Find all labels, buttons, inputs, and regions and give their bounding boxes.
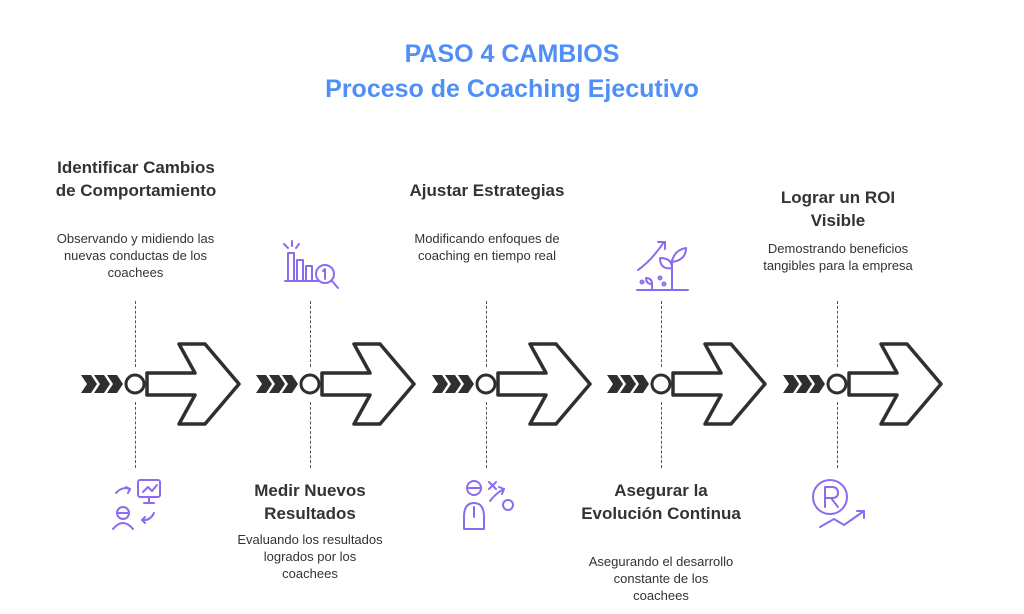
step-2-node [299, 373, 321, 395]
step-3-connector-lower [486, 402, 487, 468]
step-3-arrow [496, 342, 592, 426]
step-4-arrow [671, 342, 767, 426]
step-2-description: Evaluando los resultados logrados por lo… [237, 532, 383, 581]
roi-trend-icon [812, 479, 865, 528]
step-2-title: Medir Nuevos Resultados [254, 481, 366, 523]
chevron-icon [796, 375, 812, 393]
step-4-connector-lower [661, 402, 662, 468]
chevron-icon [458, 375, 474, 393]
step-1-connector-lower [135, 402, 136, 468]
step-3-description: Modificando enfoques de coaching en tiem… [414, 231, 560, 263]
step-1-arrow [145, 342, 241, 426]
diagram-title: PASO 4 CAMBIOS [404, 40, 620, 68]
step-3-connector [486, 301, 487, 367]
step-2-connector [310, 301, 311, 367]
chevron-icon [94, 375, 110, 393]
step-5-description: Demostrando beneficios tangibles para la… [763, 241, 913, 273]
growth-plant-icon [636, 241, 689, 291]
step-5-title: Lograr un ROI Visible [780, 188, 896, 230]
chevron-icon [81, 375, 97, 393]
step-5-connector [837, 301, 838, 367]
chevron-icon [809, 375, 825, 393]
step-1-node [124, 373, 146, 395]
step-1-title: Identificar Cambios de Comportamiento [55, 158, 217, 200]
chevron-icon [783, 375, 799, 393]
step-5-arrow [847, 342, 943, 426]
step-2-connector-lower [310, 402, 311, 468]
step-1-description: Observando y midiendo las nuevas conduct… [56, 231, 215, 280]
chevron-icon [633, 375, 649, 393]
step-3-node [475, 373, 497, 395]
behavior-monitor-icon [112, 479, 161, 530]
diagram-subtitle: Proceso de Coaching Ejecutivo [325, 75, 699, 103]
chevron-icon [620, 375, 636, 393]
chevron-icon [282, 375, 298, 393]
step-4-connector [661, 301, 662, 367]
chevron-icon [607, 375, 623, 393]
step-5-node [826, 373, 848, 395]
step-4-title: Asegurar la Evolución Continua [581, 481, 741, 523]
step-4-node [650, 373, 672, 395]
step-4-description: Asegurando el desarrollo constante de lo… [588, 554, 734, 603]
bar-chart-magnifier-icon [283, 240, 339, 289]
chevron-icon [432, 375, 448, 393]
step-2-arrow [320, 342, 416, 426]
chevron-icon [269, 375, 285, 393]
chevron-icon [445, 375, 461, 393]
strategy-play-icon [463, 480, 514, 530]
chevron-icon [256, 375, 272, 393]
chevron-icon [107, 375, 123, 393]
step-3-title: Ajustar Estrategias [409, 181, 565, 200]
step-1-connector [135, 301, 136, 367]
step-5-connector-lower [837, 402, 838, 468]
